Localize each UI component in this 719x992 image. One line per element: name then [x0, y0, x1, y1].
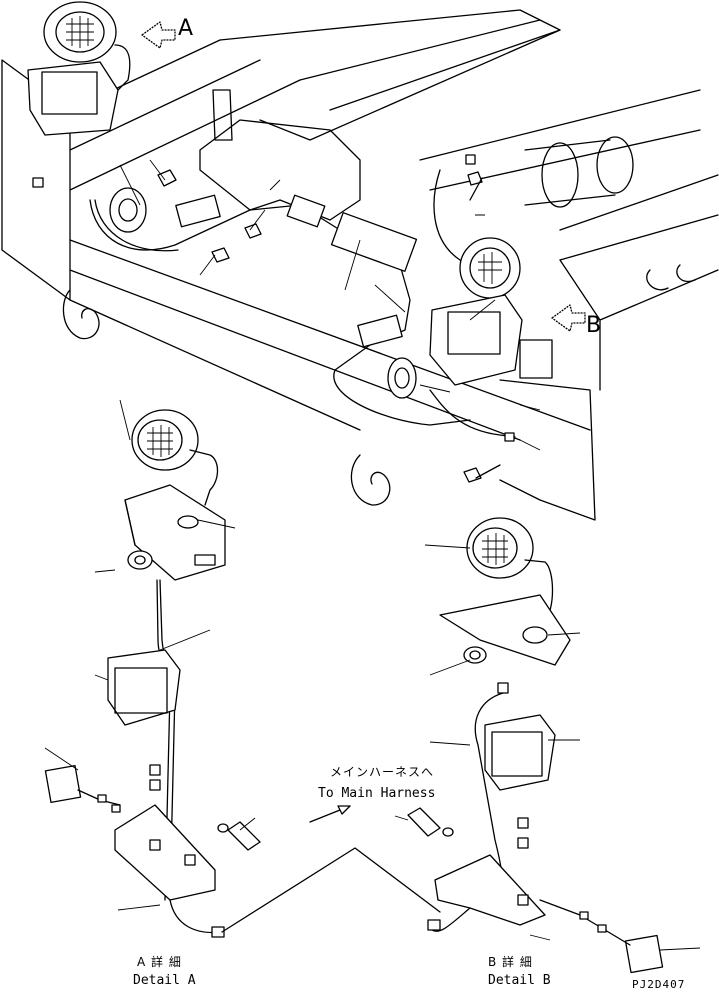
- work-lamp-right: [429, 237, 553, 386]
- detail-a-jp: A 詳 細: [137, 954, 182, 969]
- detail-a-assembly: [44, 399, 261, 938]
- drawing-code: PJ2D407: [632, 978, 685, 991]
- to-main-harness-arrow: [221, 805, 441, 933]
- detail-a-en: Detail A: [133, 973, 196, 988]
- chassis-assembly: [1, 9, 719, 521]
- main-harness: [32, 154, 516, 442]
- view-marker-b: B: [586, 313, 601, 338]
- harness-note-jp: メインハーネスへ: [330, 765, 434, 779]
- view-arrow-b: B: [551, 304, 601, 338]
- detail-b-assembly: [394, 517, 701, 974]
- harness-note-en: To Main Harness: [318, 786, 435, 801]
- view-marker-a: A: [178, 16, 193, 41]
- horn-left: [109, 187, 147, 233]
- bolts-main: [157, 169, 501, 483]
- view-arrow-a: A: [141, 16, 193, 49]
- detail-b-jp: B 詳 細: [488, 954, 533, 969]
- detail-b-en: Detail B: [488, 973, 551, 988]
- horn-right: [387, 357, 417, 399]
- leader-lines-main: [119, 159, 541, 451]
- work-lamp-top-left: [27, 1, 131, 136]
